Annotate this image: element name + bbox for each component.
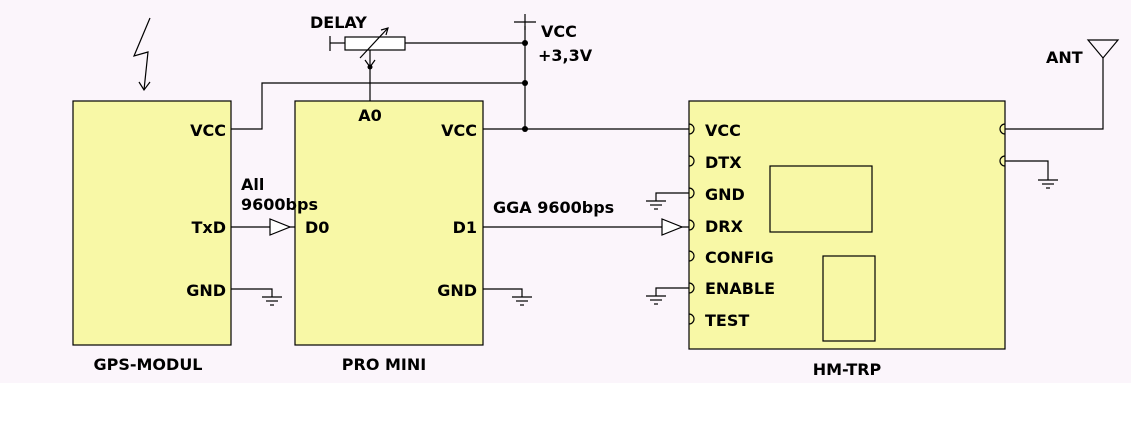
baud-all-label-1: All [241,175,264,194]
hm-trp-chip-2 [822,255,876,342]
hm-trp-chip-1 [769,165,873,233]
hm-trp-pin-gnd: GND [705,185,745,204]
gps-module-box [72,100,232,346]
pot-body [344,36,406,51]
hm-trp-pin-vcc: VCC [705,121,741,140]
hm-trp-pin-dtx: DTX [705,153,742,172]
lightning-icon-tip [138,81,151,92]
junction-vcc-hm [522,126,528,132]
ground-icon [646,287,689,305]
gps-gnd-wire [231,288,273,297]
gps-module-title: GPS-MODUL [93,355,202,374]
baud-all-label-2: 9600bps [241,195,318,214]
hm-trp-box [688,100,1006,350]
hm-trp-pin-test: TEST [705,311,749,330]
ant-label: ANT [1046,48,1083,67]
hm-trp-pin-config: CONFIG [705,248,774,267]
pro-mini-box [294,100,484,346]
pro-mini-vcc-label: VCC [441,121,477,140]
pro-gnd-wire [483,288,523,297]
ant-wire [1005,58,1104,130]
hm-notch-enable [688,282,695,294]
hm-trp-right-pin-notches [999,123,1006,167]
ant-gnd-wire [1005,160,1049,180]
hm-trp-pin-enable: ENABLE [705,279,775,298]
pot-wiper-dot [367,64,373,70]
hm-notch-ant-gnd [999,155,1006,167]
pro-mini-title: PRO MINI [342,355,426,374]
vcc-label: VCC [541,22,577,41]
ground-icon [1005,160,1058,189]
hm-trp-left-pin-notches [688,123,695,325]
arrow-icon-txd [269,218,292,236]
pot-arrow-shaft [359,27,389,59]
ground-icon [646,192,689,210]
ground-icon [483,288,532,306]
ant-triangle [1086,39,1120,59]
hm-notch-drx [688,219,695,231]
antenna-icon [1005,39,1120,130]
gps-gnd-label: GND [186,281,226,300]
voltage-label: +3,3V [538,46,593,65]
hm-notch-test [688,313,695,325]
lightning-icon [132,17,151,91]
potentiometer-icon [329,27,525,101]
pot-arrow-head [380,27,389,36]
pro-mini-gnd-label: GND [437,281,477,300]
ground-icon [231,288,282,306]
hm-notch-ant [999,123,1006,135]
hm-trp-pin-labels: VCC DTX GND DRX CONFIG ENABLE TEST [705,121,775,330]
baud-gga-label: GGA 9600bps [493,198,614,217]
arrow-icon-drx [661,218,684,236]
wire-gps-vcc [231,82,525,130]
gps-vcc-label: VCC [190,121,226,140]
pro-mini-d1-label: D1 [453,218,477,237]
hm-notch-vcc [688,123,695,135]
hm-trp-pin-drx: DRX [705,217,744,236]
hm-notch-config [688,250,695,262]
pro-mini-d0-label: D0 [305,218,329,237]
pro-mini-a0-label: A0 [358,106,382,125]
hm-trp-title: HM-TRP [813,360,882,379]
junction-vcc-gps [522,80,528,86]
hm-notch-dtx [688,155,695,167]
gps-txd-label: TxD [191,218,226,237]
delay-label: DELAY [310,13,367,32]
hm-gnd-wire [655,192,689,201]
hm-enable-wire [655,287,689,296]
hm-notch-gnd [688,187,695,199]
